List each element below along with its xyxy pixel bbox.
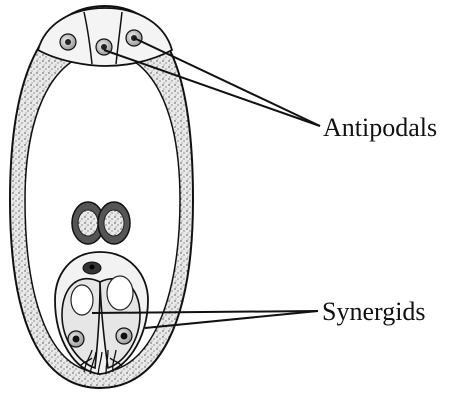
- antipodal-cells: [38, 8, 172, 66]
- antipodal-nucleus: [60, 34, 76, 50]
- synergids-label: Synergids: [322, 297, 426, 326]
- antipodals-label: Antipodals: [323, 113, 437, 142]
- egg-nucleus: [83, 262, 101, 274]
